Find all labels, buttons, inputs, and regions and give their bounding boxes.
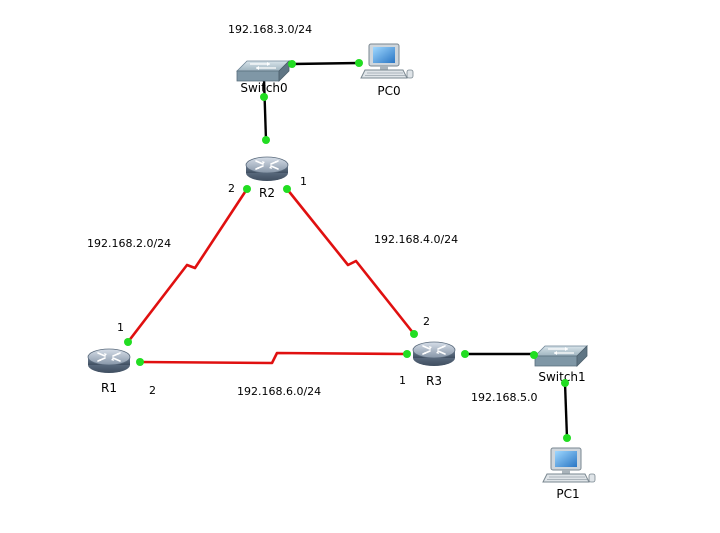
switch1[interactable]: Switch1 bbox=[534, 345, 588, 384]
serial-links bbox=[126, 188, 416, 365]
port-dot bbox=[124, 338, 132, 346]
port-dot bbox=[563, 434, 571, 442]
port-label-r1-right: 2 bbox=[149, 384, 156, 397]
link-r1-r3[interactable] bbox=[139, 351, 409, 365]
switch-icon bbox=[534, 345, 588, 367]
router-r2[interactable]: R2 bbox=[245, 156, 289, 200]
link-switch0-pc0[interactable] bbox=[291, 61, 360, 66]
port-dot bbox=[288, 60, 296, 68]
switch1-label: Switch1 bbox=[538, 370, 585, 384]
port-dot bbox=[530, 351, 538, 359]
router-icon bbox=[412, 341, 456, 367]
port-label-r2-right: 1 bbox=[300, 175, 307, 188]
switch0[interactable]: Switch0 bbox=[236, 60, 290, 95]
router-icon bbox=[245, 156, 289, 182]
port-dot bbox=[461, 350, 469, 358]
router-icon bbox=[87, 348, 131, 374]
port-dot bbox=[561, 379, 569, 387]
port-label-r2-left: 2 bbox=[228, 182, 235, 195]
ethernet-links bbox=[262, 61, 569, 439]
switch0-label: Switch0 bbox=[240, 81, 287, 95]
port-label-r1-top: 1 bbox=[117, 321, 124, 334]
pc0[interactable]: PC0 bbox=[360, 43, 414, 98]
link-switch1-pc1[interactable] bbox=[563, 382, 569, 439]
network-label-192-168-3-0: 192.168.3.0/24 bbox=[228, 23, 312, 36]
network-label-192-168-5-0: 192.168.5.0 bbox=[471, 391, 537, 404]
pc1[interactable]: PC1 bbox=[542, 447, 596, 501]
network-label-192-168-4-0: 192.168.4.0/24 bbox=[374, 233, 458, 246]
port-label-r3-top: 2 bbox=[423, 315, 430, 328]
network-label-192-168-2-0: 192.168.2.0/24 bbox=[87, 237, 171, 250]
port-dot bbox=[283, 185, 291, 193]
port-dot bbox=[410, 330, 418, 338]
port-dot bbox=[260, 93, 268, 101]
router-r3[interactable]: R3 bbox=[412, 341, 456, 388]
port-dots bbox=[124, 59, 571, 442]
link-r2-r3[interactable] bbox=[285, 188, 416, 335]
port-dot bbox=[355, 59, 363, 67]
pc1-label: PC1 bbox=[556, 487, 579, 501]
port-label-r3-left: 1 bbox=[399, 374, 406, 387]
link-r1-r2[interactable] bbox=[126, 188, 249, 343]
port-dot bbox=[403, 350, 411, 358]
switch-icon bbox=[236, 60, 290, 82]
r1-label: R1 bbox=[101, 381, 117, 395]
network-label-192-168-6-0: 192.168.6.0/24 bbox=[237, 385, 321, 398]
port-dot bbox=[262, 136, 270, 144]
port-dot bbox=[243, 185, 251, 193]
pc-icon bbox=[360, 43, 414, 79]
port-dot bbox=[136, 358, 144, 366]
link-switch0-r2[interactable] bbox=[262, 78, 268, 141]
router-r1[interactable]: R1 bbox=[87, 348, 131, 395]
pc0-label: PC0 bbox=[377, 84, 400, 98]
pc-icon bbox=[542, 447, 596, 483]
r2-label: R2 bbox=[259, 186, 275, 200]
r3-label: R3 bbox=[426, 374, 442, 388]
